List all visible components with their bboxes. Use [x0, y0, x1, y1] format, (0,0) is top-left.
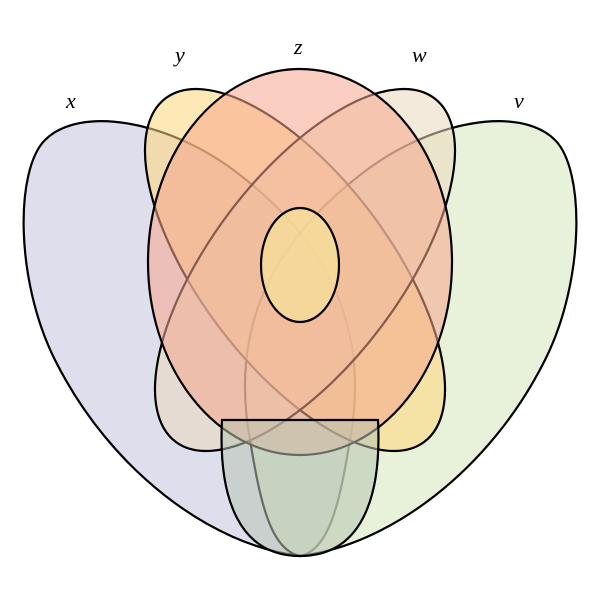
label-x: x [66, 88, 76, 113]
set-z-lower-lobe [220, 418, 380, 558]
label-y: y [175, 42, 185, 67]
center-region [259, 206, 341, 324]
label-v: v [514, 88, 524, 113]
label-w: w [412, 42, 427, 67]
label-z: z [294, 34, 303, 59]
